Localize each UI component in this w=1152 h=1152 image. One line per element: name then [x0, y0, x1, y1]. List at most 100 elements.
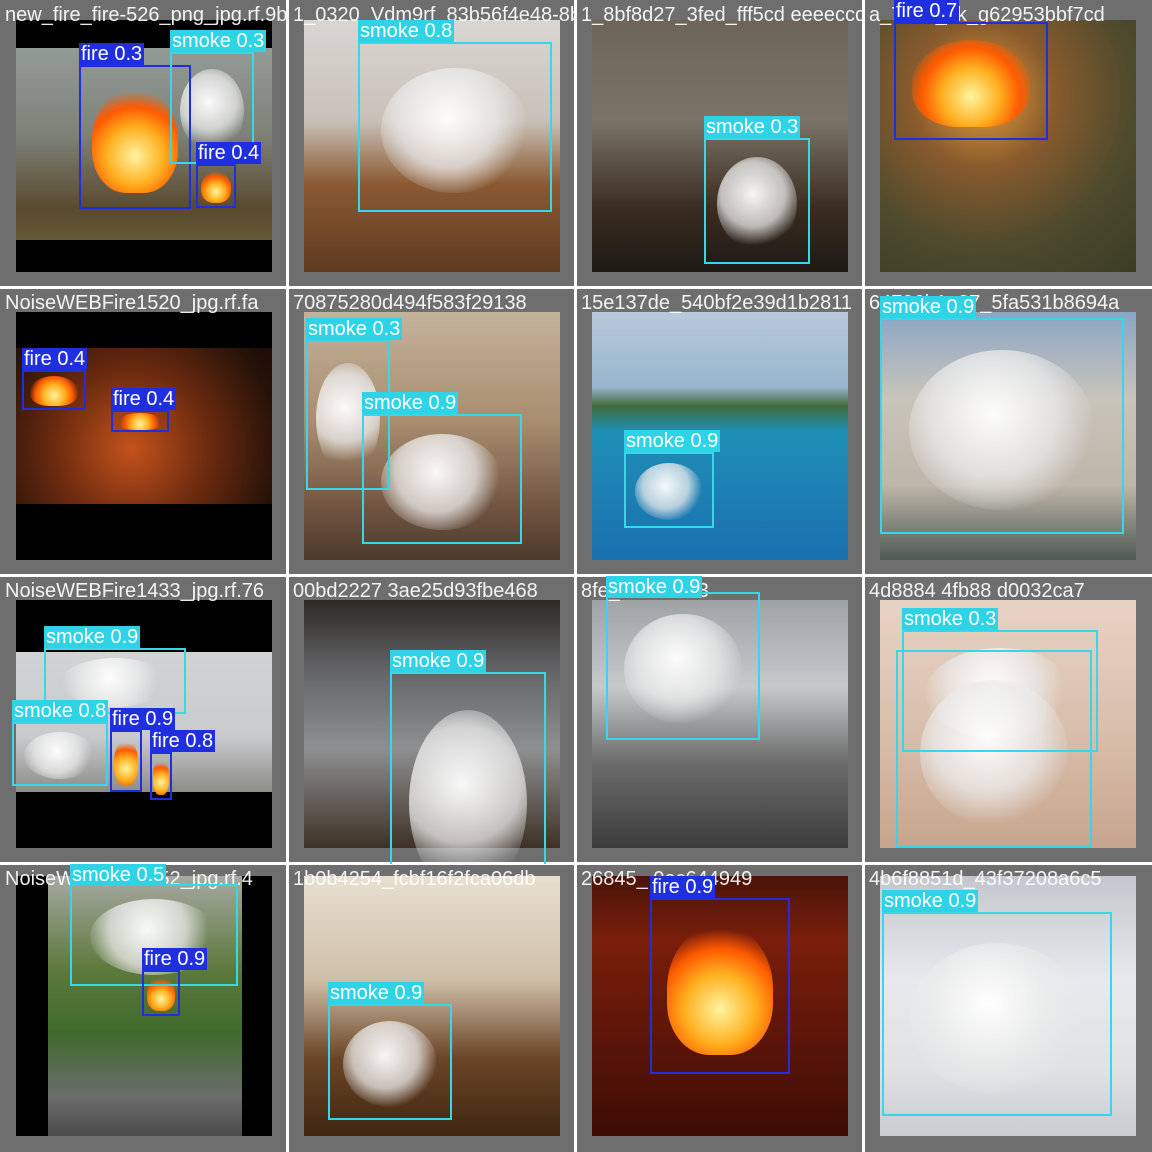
fire-confidence-label: fire 0.4: [196, 142, 262, 164]
smoke-confidence-label: smoke 0.9: [606, 576, 703, 598]
smoke-confidence-label: smoke 0.9: [390, 650, 487, 672]
smoke-bounding-box: [902, 630, 1098, 752]
smoke-region: [624, 614, 742, 724]
fire-bounding-box: [150, 752, 172, 800]
smoke-bounding-box: [882, 912, 1112, 1116]
fire-confidence-label: fire 0.9: [142, 948, 208, 970]
smoke-region: [381, 433, 503, 530]
flame-region: [666, 924, 774, 1055]
smoke-confidence-label: smoke 0.8: [358, 20, 455, 42]
fire-bounding-box: [110, 730, 142, 792]
result-tile: 1_8bf8d27_3fed_fff5cd eeeeccd7890 smoke 0…: [576, 0, 864, 288]
image-filename: 15e137de_540bf2e39d1b2811: [581, 292, 853, 314]
smoke-confidence-label: smoke 0.9: [328, 982, 425, 1004]
smoke-confidence-label: smoke 0.5: [70, 864, 167, 886]
smoke-confidence-label: smoke 0.9: [44, 626, 141, 648]
smoke-confidence-label: smoke 0.9: [882, 890, 979, 912]
smoke-confidence-label: smoke 0.9: [362, 392, 459, 414]
letterbox-band: [16, 312, 272, 348]
result-tile: 00bd2227 3ae25d93fbe468 smoke 0.9: [288, 576, 576, 864]
letterbox-band: [242, 876, 272, 1136]
smoke-region: [381, 67, 529, 194]
flame-region: [200, 170, 232, 204]
flame-region: [912, 39, 1030, 127]
fire-confidence-label: fire 0.4: [111, 388, 177, 410]
fire-bounding-box: [111, 410, 169, 432]
grid-divider: [862, 0, 865, 1152]
smoke-bounding-box: [358, 42, 552, 212]
result-tile: 8fe_98e39753smoke 0.9: [576, 576, 864, 864]
smoke-bounding-box: [896, 650, 1092, 848]
smoke-region: [23, 731, 97, 779]
fire-bounding-box: [196, 164, 236, 208]
result-tile: 1_0320_Vdm9rf_83b56f4e48-8bd427smoke 0.8: [288, 0, 576, 288]
scene-image: [592, 20, 848, 272]
image-filename: NoiseWEBFire1520_jpg.rf.fa: [5, 292, 259, 314]
smoke-bounding-box: [390, 672, 546, 864]
image-filename: 1b0b4254_fcbf16f2fca06db: [293, 868, 536, 890]
fire-confidence-label: fire 0.8: [150, 730, 216, 752]
flame-region: [146, 976, 176, 1011]
fire-bounding-box: [142, 970, 180, 1016]
smoke-confidence-label: smoke 0.3: [306, 318, 403, 340]
smoke-confidence-label: smoke 0.9: [624, 430, 721, 452]
scene-image: [304, 876, 560, 1136]
fire-bounding-box: [650, 898, 790, 1074]
image-filename: 4d8884 4fb88 d0032ca7: [869, 580, 1085, 602]
fire-confidence-label: fire 0.9: [650, 876, 716, 898]
flame-region: [92, 86, 178, 194]
smoke-bounding-box: [704, 138, 810, 264]
fire-confidence-label: fire 0.4: [22, 348, 88, 370]
smoke-bounding-box: [328, 1004, 452, 1120]
smoke-region: [342, 1021, 438, 1108]
image-filename: 4b6f8851d_43f37208a6c5: [869, 868, 1102, 890]
flame-region: [113, 739, 139, 786]
fire-bounding-box: [79, 65, 191, 209]
letterbox-band: [16, 792, 272, 848]
fire-confidence-label: fire 0.7: [894, 0, 960, 22]
smoke-region: [716, 156, 798, 251]
letterbox-band: [16, 504, 272, 560]
image-filename: 1_8bf8d27_3fed_fff5cd eeeeccd7890: [581, 4, 864, 26]
smoke-confidence-label: smoke 0.3: [704, 116, 801, 138]
result-tile: 70875280d494f583f29138 smoke 0.3 smoke 0.9: [288, 288, 576, 576]
smoke-bounding-box: [362, 414, 522, 544]
smoke-region: [919, 679, 1069, 827]
smoke-confidence-label: smoke 0.9: [880, 296, 977, 318]
smoke-bounding-box: [12, 722, 108, 786]
smoke-bounding-box: [606, 592, 760, 740]
smoke-region: [408, 709, 528, 864]
flame-region: [117, 413, 163, 430]
grid-divider: [0, 862, 1152, 865]
smoke-region: [634, 463, 704, 520]
result-tile: 26845_ 0ec644949fire 0.9: [576, 864, 864, 1152]
fire-confidence-label: fire 0.3: [79, 43, 145, 65]
flame-region: [29, 376, 79, 406]
result-tile: 4d8884 4fb88 d0032ca7 smoke 0.3: [864, 576, 1152, 864]
smoke-region: [61, 657, 169, 707]
grid-divider: [0, 574, 1152, 577]
letterbox-band: [16, 240, 272, 272]
image-filename: NoiseWEBFire1433_jpg.rf.76: [5, 580, 265, 602]
fire-confidence-label: fire 0.9: [110, 708, 176, 730]
image-filename: new_fire_fire-526_png_jpg.rf.9ba: [5, 4, 288, 26]
smoke-confidence-label: smoke 0.3: [902, 608, 999, 630]
smoke-region: [316, 362, 380, 474]
smoke-region: [909, 350, 1095, 511]
smoke-bounding-box: [880, 318, 1124, 534]
image-filename: 00bd2227 3ae25d93fbe468: [293, 580, 538, 602]
smoke-confidence-label: smoke 0.8: [12, 700, 109, 722]
smoke-bounding-box: [624, 452, 714, 528]
image-filename: 70875280d494f583f29138: [293, 292, 527, 314]
fire-bounding-box: [894, 22, 1048, 140]
